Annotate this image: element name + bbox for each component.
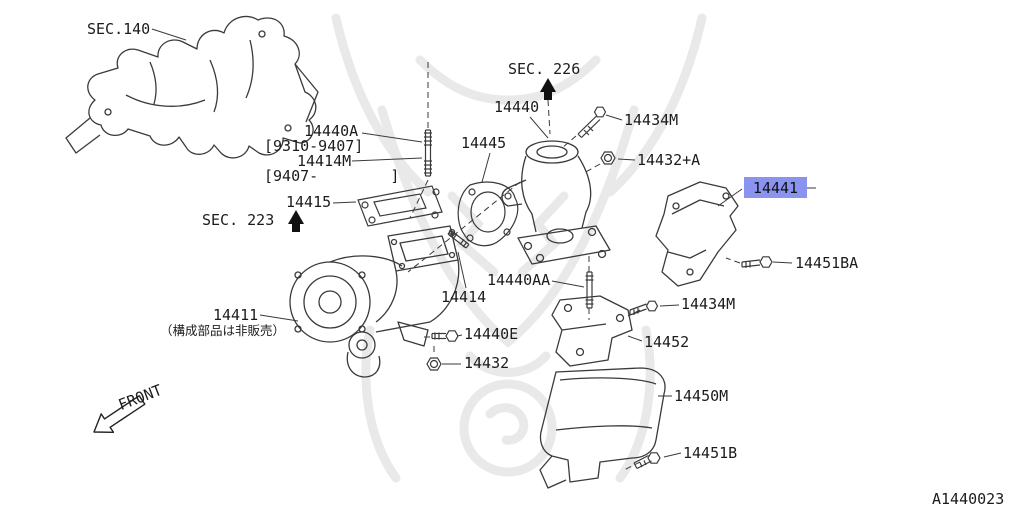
sec223-arrow-icon xyxy=(288,210,304,232)
cover-14450m-drawing xyxy=(539,367,666,489)
part-label-14440a[interactable]: 14440A xyxy=(304,122,359,140)
part-label-14414[interactable]: 14414 xyxy=(441,288,487,306)
stud-14440aa-drawing xyxy=(585,271,594,309)
bracket-14452-drawing xyxy=(551,295,633,367)
part-label-14441[interactable]: 14441 xyxy=(752,178,799,197)
heat-shield-14441-drawing xyxy=(655,181,739,287)
leader-lines xyxy=(151,28,816,458)
part-label-14445[interactable]: 14445 xyxy=(461,134,507,152)
part-label-14440[interactable]: 14440 xyxy=(494,98,540,116)
range-label-14440a: [9310-9407] xyxy=(264,137,364,155)
stud-14440a-drawing xyxy=(424,129,432,177)
part-label-14440aa[interactable]: 14440AA xyxy=(487,271,551,289)
bolt-14451ba-drawing xyxy=(741,256,773,268)
diagram-code: A1440023 xyxy=(932,490,1005,508)
nut-14432-drawing xyxy=(426,357,442,371)
part-label-14432[interactable]: 14432 xyxy=(464,354,510,372)
assembly-axes xyxy=(407,62,741,471)
highlighted-part-14441[interactable]: 14441 xyxy=(744,177,807,198)
bolt-14434m-mid-drawing xyxy=(629,300,659,316)
part-label-14414m[interactable]: 14414M xyxy=(297,152,352,170)
turbocharger-14411-drawing xyxy=(289,225,460,378)
note-14411: （構成部品は非販売） xyxy=(160,323,286,338)
range-label-14414m: [9407- ] xyxy=(264,167,400,185)
part-label-14451ba[interactable]: 14451BA xyxy=(795,254,859,272)
outlet-14440-drawing xyxy=(501,140,611,265)
part-label-14434m-mid[interactable]: 14434M xyxy=(681,295,736,313)
part-label-14415[interactable]: 14415 xyxy=(286,193,332,211)
part-label-14451b[interactable]: 14451B xyxy=(683,444,738,462)
section-ref-226[interactable]: SEC. 226 xyxy=(508,60,581,78)
bolt-14440e-drawing xyxy=(431,330,459,342)
part-label-14440e[interactable]: 14440E xyxy=(464,325,519,343)
nut-14432a-drawing xyxy=(600,151,616,165)
bolt-14451b-drawing xyxy=(633,452,661,470)
sec226-arrow-icon xyxy=(540,78,556,100)
front-arrow-icon xyxy=(93,395,146,433)
part-label-14411[interactable]: 14411 xyxy=(213,306,259,324)
bolt-14434m-top-drawing xyxy=(577,106,607,138)
watermark xyxy=(331,13,707,483)
section-ref-223[interactable]: SEC. 223 xyxy=(202,211,275,229)
part-label-14452[interactable]: 14452 xyxy=(644,333,690,351)
gasket-14415-drawing xyxy=(357,185,443,227)
exhaust-manifold-sec140-drawing xyxy=(65,15,319,159)
part-label-14434m-top[interactable]: 14434M xyxy=(624,111,679,129)
part-label-14432a[interactable]: 14432+A xyxy=(637,151,701,169)
part-label-14450m[interactable]: 14450M xyxy=(674,387,729,405)
section-ref-140[interactable]: SEC.140 xyxy=(87,20,151,38)
